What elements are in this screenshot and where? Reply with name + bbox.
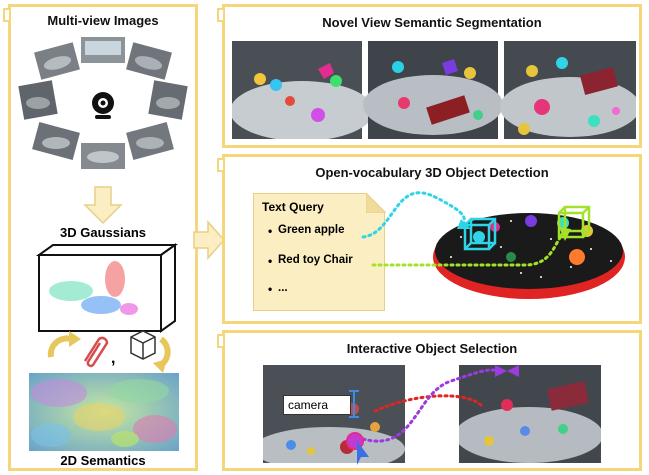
icons-row: ,	[47, 330, 171, 373]
selection-title: Interactive Object Selection	[346, 341, 518, 356]
text-query-header: Text Query	[262, 200, 324, 214]
down-arrow	[83, 186, 123, 225]
purple-connector	[361, 368, 503, 443]
view-thumb	[32, 122, 80, 160]
text-query-note: Text Query • Green apple • Red toy Chair…	[253, 192, 386, 311]
red-chair-connector	[371, 231, 567, 267]
selection-target-image	[459, 365, 601, 463]
segmentation-view-2	[363, 41, 503, 139]
panel-tab	[217, 334, 225, 348]
view-thumb	[148, 80, 188, 120]
detection-panel: Open-vocabulary 3D Object Detection Text…	[222, 154, 642, 324]
cycle-arrow-icon	[47, 331, 81, 358]
query-connectors	[361, 191, 571, 267]
text-input-value: camera	[288, 398, 329, 412]
query-item: Green apple	[278, 224, 345, 236]
segmentation-view-1	[232, 41, 374, 139]
text-cursor-icon	[349, 390, 359, 418]
query-item: ...	[278, 282, 288, 294]
segmentation-title: Novel View Semantic Segmentation	[322, 15, 542, 30]
query-bullet: •	[268, 254, 273, 268]
red-connector	[373, 394, 483, 413]
gaussians-box	[35, 243, 179, 333]
multiview-panel: Multi-view Images 3D Gaussians	[8, 4, 198, 471]
camera-icon	[92, 92, 114, 119]
panel-tab	[217, 8, 225, 22]
query-item: Red toy Chair	[278, 254, 353, 266]
segmentation-view-3	[500, 41, 636, 139]
view-thumb	[34, 42, 80, 80]
multiview-title: Multi-view Images	[47, 13, 159, 28]
cube-icon	[130, 330, 156, 360]
view-thumb	[81, 143, 125, 169]
semantics-image	[29, 373, 179, 451]
query-bullet: •	[268, 282, 273, 296]
right-arrow	[193, 220, 226, 260]
gaussians-label: 3D Gaussians	[60, 225, 146, 240]
query-bullet: •	[268, 224, 273, 238]
panel-tab	[217, 158, 225, 172]
text-input[interactable]: camera	[283, 395, 351, 415]
view-thumb	[18, 80, 58, 120]
view-thumb	[126, 42, 172, 80]
selection-panel: Interactive Object Selection camera	[222, 330, 642, 471]
mouse-pointer-icon	[357, 441, 369, 465]
semantics-label: 2D Semantics	[60, 453, 146, 468]
green-apple-connector	[361, 191, 467, 239]
bowtie-icon	[495, 365, 519, 377]
segmentation-views	[232, 41, 636, 139]
cycle-arrow-icon	[153, 336, 171, 373]
detection-title: Open-vocabulary 3D Object Detection	[315, 165, 549, 180]
view-thumb	[81, 37, 125, 63]
view-thumb	[126, 122, 174, 160]
point-cloud	[433, 205, 625, 299]
segmentation-panel: Novel View Semantic Segmentation	[222, 4, 642, 148]
selection-connectors	[346, 365, 519, 465]
detection-box-green-apple	[463, 217, 497, 251]
comma-separator: ,	[111, 350, 115, 367]
panel-tab	[3, 8, 11, 22]
multiview-ring	[18, 37, 188, 169]
paperclip-icon	[83, 336, 109, 368]
note-corner	[365, 192, 386, 213]
